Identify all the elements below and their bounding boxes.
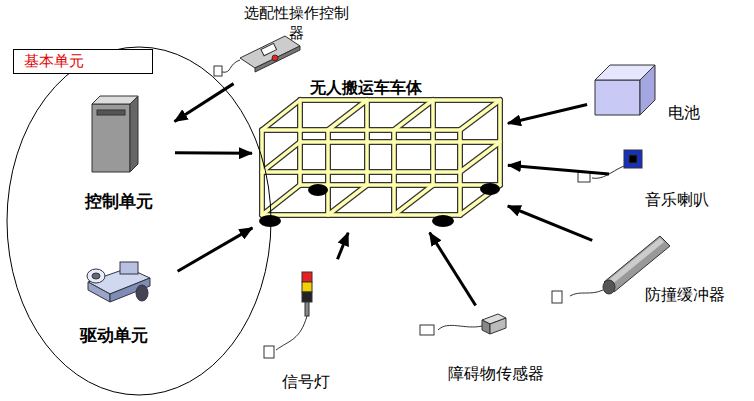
group-ellipse: 基本单元控制单元驱动单元: [5, 45, 273, 397]
component-node: 控制单元: [80, 90, 172, 215]
obstacle-sensor-icon: [420, 314, 506, 335]
part-label: 控制单元: [85, 191, 153, 212]
arrow-connector: [337, 233, 348, 259]
arrow-connector: [508, 165, 609, 174]
component-node: 无人搬运车车体: [255, 78, 505, 230]
component-node: 障碍物传感器: [440, 308, 565, 388]
part-label: 音乐喇叭: [645, 190, 709, 210]
part-label: 选配性操作控制器: [240, 4, 352, 43]
drive-unit-icon: [87, 262, 150, 302]
part-label: 电池: [668, 103, 700, 123]
vehicle-frame: [259, 100, 500, 227]
arrow-connector: [508, 104, 587, 123]
speaker-icon: [578, 150, 642, 182]
battery-icon: [595, 65, 655, 115]
component-node: 选配性操作控制器: [212, 4, 382, 82]
component-node: 音乐喇叭: [612, 145, 722, 213]
signal-light-icon: [264, 272, 312, 358]
part-label: 防撞缓冲器: [645, 285, 725, 305]
operation-controller-icon: [214, 36, 300, 76]
component-node: 信号灯: [272, 262, 347, 395]
arrow-connector: [178, 228, 253, 271]
part-label: 驱动单元: [80, 325, 148, 346]
arrow-connector: [508, 206, 592, 240]
part-label: 无人搬运车车体: [310, 78, 422, 98]
component-node: 电池: [590, 55, 705, 125]
component-node: 防撞缓冲器: [595, 228, 735, 312]
arrow-connector: [175, 151, 252, 154]
control-unit-icon: [92, 96, 138, 172]
arrow-connector: [430, 233, 476, 306]
part-label: 信号灯: [282, 372, 330, 392]
group-heading: 基本单元: [13, 49, 153, 74]
part-label: 障碍物传感器: [448, 364, 544, 384]
component-node: 驱动单元: [75, 255, 175, 348]
